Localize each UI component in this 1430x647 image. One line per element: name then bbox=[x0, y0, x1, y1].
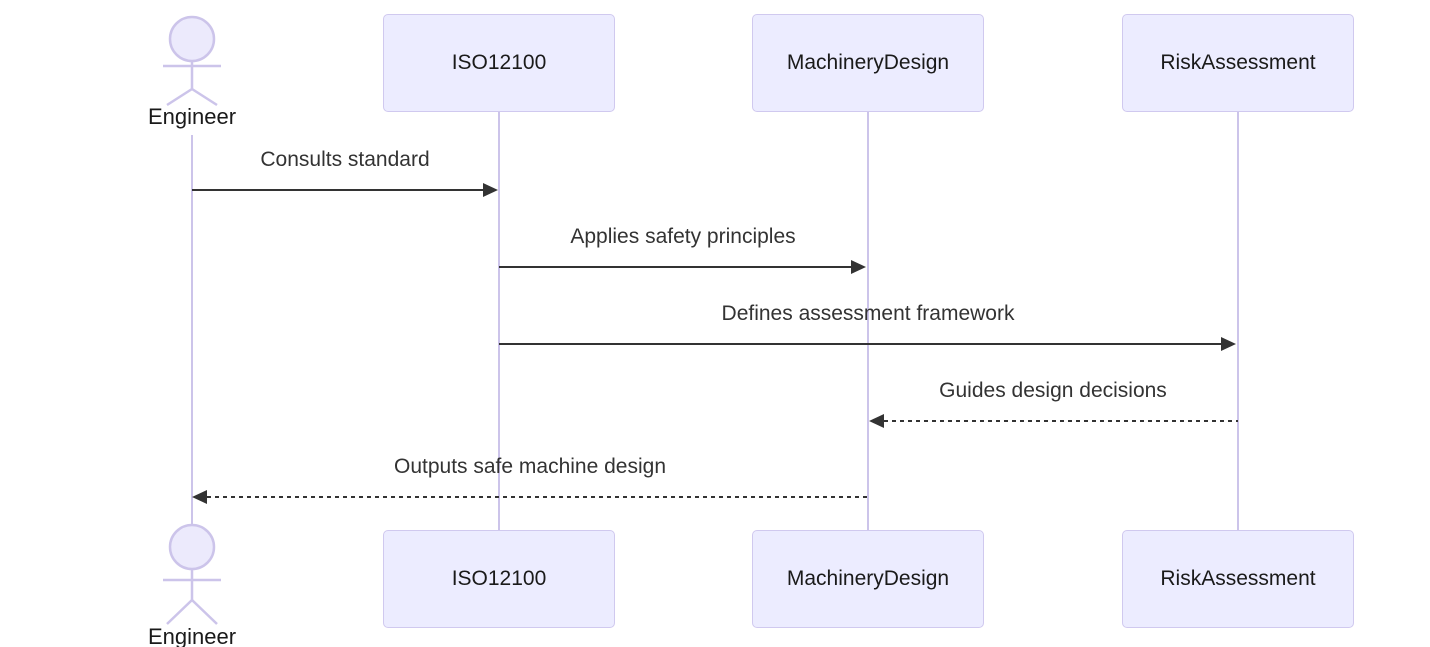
message-label-guides-design-decisions: Guides design decisions bbox=[939, 379, 1167, 402]
message-label-applies-safety-principles: Applies safety principles bbox=[570, 225, 796, 248]
actor-figure-engineer-top bbox=[163, 15, 221, 107]
participant-label: RiskAssessment bbox=[1160, 51, 1316, 74]
participant-box-riskassessment-top: RiskAssessment bbox=[1122, 14, 1354, 112]
participant-label: MachineryDesign bbox=[786, 51, 950, 74]
message-label-consults-standard: Consults standard bbox=[260, 148, 430, 171]
participant-box-iso12100-bottom: ISO12100 bbox=[383, 530, 615, 628]
participant-box-machinerydesign-top: MachineryDesign bbox=[752, 14, 984, 112]
participant-label: ISO12100 bbox=[451, 51, 547, 74]
participant-label: RiskAssessment bbox=[1160, 567, 1316, 590]
message-label-defines-assessment-framework: Defines assessment framework bbox=[721, 302, 1015, 325]
participant-box-machinerydesign-bottom: MachineryDesign bbox=[752, 530, 984, 628]
participant-label: MachineryDesign bbox=[786, 567, 950, 590]
participant-box-riskassessment-bottom: RiskAssessment bbox=[1122, 530, 1354, 628]
message-arrow-applies-safety-principles bbox=[499, 260, 866, 274]
message-arrow-outputs-safe-machine-design bbox=[192, 490, 868, 504]
participant-box-iso12100-top: ISO12100 bbox=[383, 14, 615, 112]
actor-label-engineer-top: Engineer bbox=[147, 104, 237, 129]
message-arrow-guides-design-decisions bbox=[869, 414, 1238, 428]
message-label-outputs-safe-machine-design: Outputs safe machine design bbox=[394, 455, 666, 478]
actor-label-engineer-bottom: Engineer bbox=[147, 624, 237, 647]
actor-figure-engineer-bottom bbox=[163, 523, 221, 625]
participant-label: ISO12100 bbox=[451, 567, 547, 590]
message-arrow-defines-assessment-framework bbox=[499, 337, 1236, 351]
message-arrow-consults-standard bbox=[192, 183, 498, 197]
